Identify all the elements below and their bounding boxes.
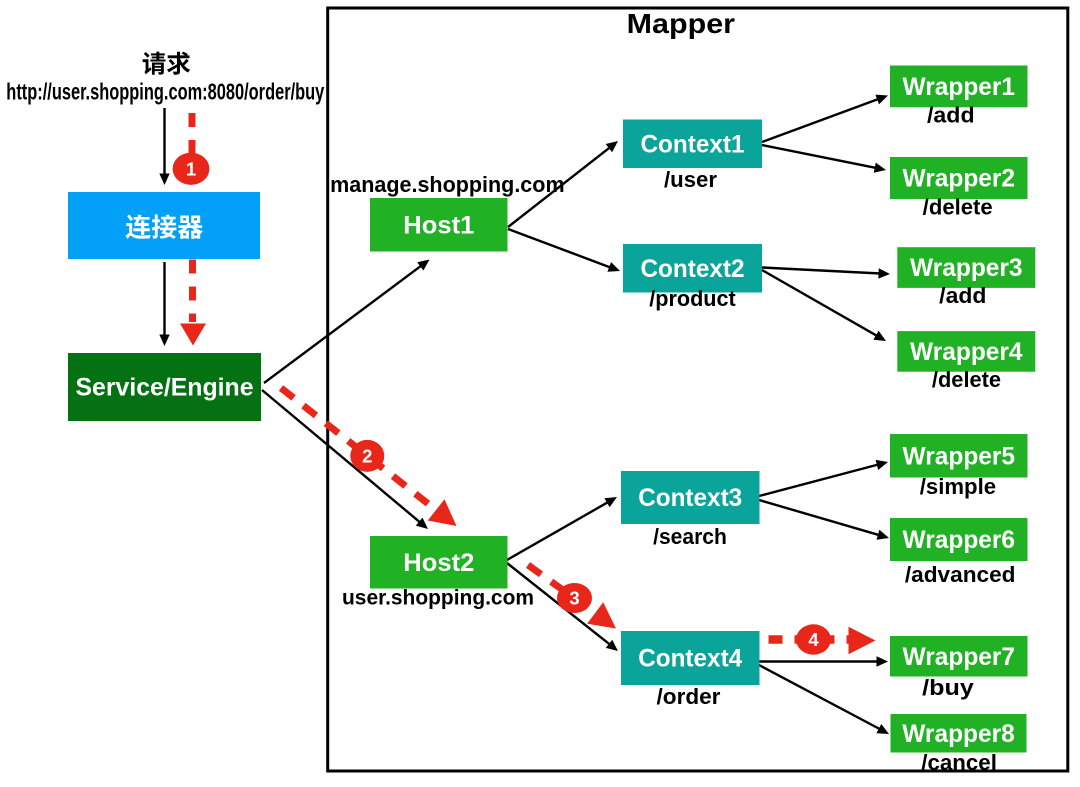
svg-text:Wrapper1: Wrapper1: [903, 73, 1016, 101]
svg-text:Host1: Host1: [403, 211, 474, 239]
svg-text:/buy: /buy: [922, 675, 974, 700]
svg-text:/simple: /simple: [920, 474, 996, 499]
svg-text:Context1: Context1: [641, 130, 745, 158]
svg-text:/cancel: /cancel: [921, 750, 997, 775]
svg-text:Wrapper6: Wrapper6: [903, 526, 1016, 554]
svg-text:user.shopping.com: user.shopping.com: [342, 586, 534, 610]
svg-text:/delete: /delete: [932, 367, 1001, 392]
svg-text:Wrapper2: Wrapper2: [903, 165, 1016, 193]
svg-text:Wrapper7: Wrapper7: [903, 643, 1016, 671]
svg-text:Service/Engine: Service/Engine: [76, 374, 254, 402]
svg-text:3: 3: [569, 588, 579, 609]
svg-text:/order: /order: [657, 684, 721, 709]
svg-text:2: 2: [362, 445, 372, 466]
svg-text:/user: /user: [664, 167, 717, 192]
svg-text:4: 4: [808, 629, 819, 650]
svg-text:/search: /search: [653, 524, 727, 549]
svg-text:Wrapper4: Wrapper4: [910, 338, 1023, 366]
svg-text:Mapper: Mapper: [627, 8, 735, 39]
svg-text:Host2: Host2: [403, 549, 474, 577]
svg-text:1: 1: [186, 158, 196, 179]
svg-text:Context2: Context2: [641, 255, 745, 283]
svg-text:Wrapper5: Wrapper5: [903, 442, 1016, 470]
svg-text:/product: /product: [649, 286, 736, 311]
svg-text:/add: /add: [927, 103, 975, 128]
svg-text:http://user.shopping.com:8080/: http://user.shopping.com:8080/order/buy: [6, 79, 324, 105]
svg-text:Wrapper3: Wrapper3: [910, 254, 1023, 282]
svg-text:/advanced: /advanced: [905, 562, 1016, 587]
svg-text:/add: /add: [939, 283, 986, 308]
svg-text:manage.shopping.com: manage.shopping.com: [330, 172, 564, 197]
svg-text:Context3: Context3: [638, 484, 742, 512]
svg-text:Wrapper8: Wrapper8: [902, 720, 1015, 748]
svg-text:/delete: /delete: [923, 194, 993, 219]
svg-text:Context4: Context4: [638, 645, 742, 673]
